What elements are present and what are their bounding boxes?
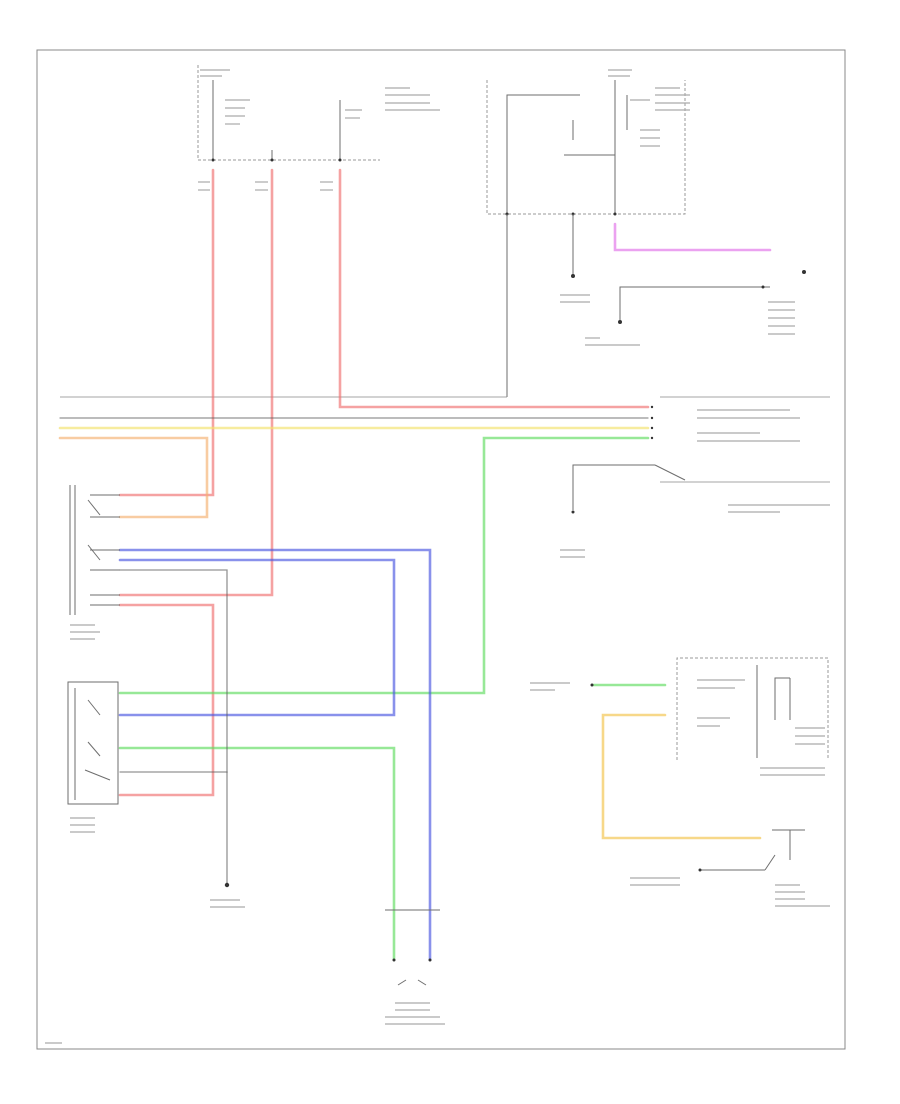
wire-blue-2	[118, 558, 396, 717]
wire-red-3	[338, 168, 650, 409]
connector-bottom	[385, 909, 440, 986]
switch-module-upper	[69, 485, 120, 615]
ground-point-left	[224, 882, 230, 888]
wire-red-4	[118, 603, 215, 797]
wire-group	[58, 168, 772, 962]
switch-right-middle	[571, 464, 830, 514]
wire-black-1	[119, 569, 228, 773]
fuse-block-top-left	[197, 65, 380, 162]
bus-terminals	[650, 405, 654, 440]
relay-module-lower	[67, 681, 119, 805]
wire-orange	[58, 436, 209, 519]
wire-red-1	[118, 168, 215, 497]
switch-right-bottom	[698, 829, 805, 872]
wire-amber	[601, 713, 762, 840]
instrument-panel-box	[590, 657, 829, 760]
wire-blue-1	[118, 548, 432, 962]
connector-right-upper	[618, 270, 806, 324]
diagram-frame	[36, 49, 846, 1050]
wire-violet	[613, 222, 772, 252]
wire-red-2	[118, 168, 274, 597]
wire-green-2	[118, 746, 396, 962]
wire-green-1	[118, 436, 650, 695]
label-marks	[45, 69, 830, 1044]
relay-box-top-right	[486, 80, 686, 397]
